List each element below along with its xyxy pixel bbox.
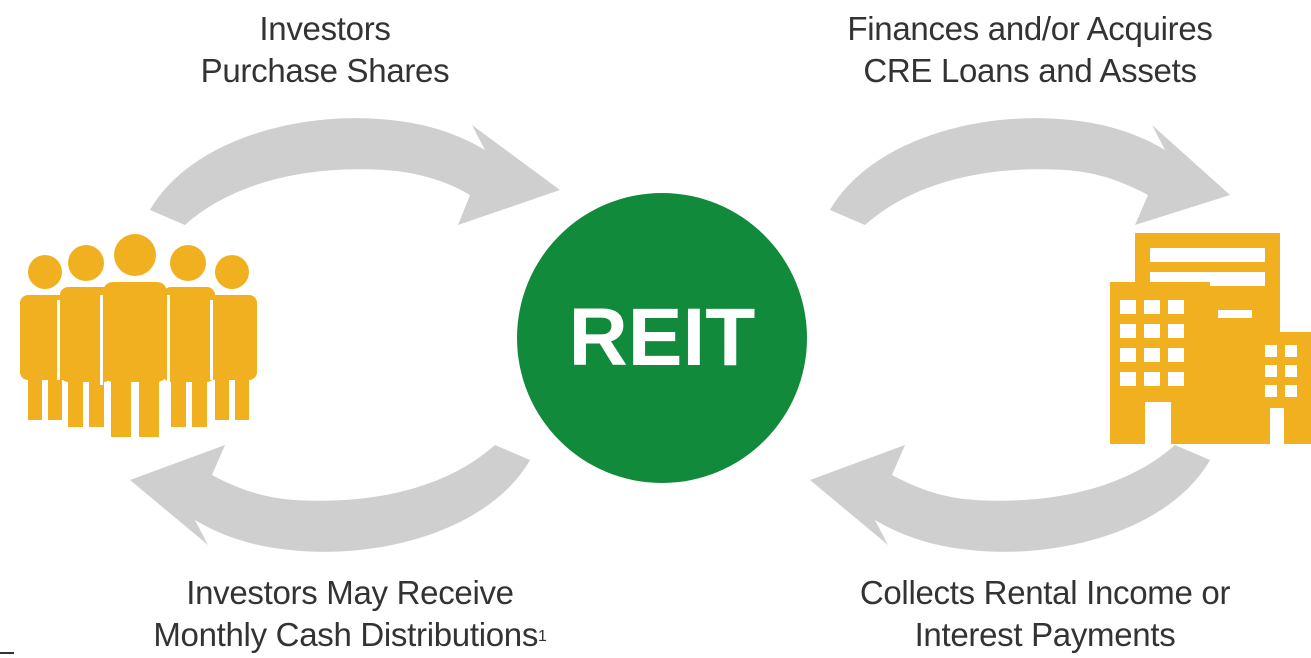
label-top-right-line2: CRE Loans and Assets [863,52,1197,89]
label-investors-may-receive: Investors May Receive Monthly Cash Distr… [120,572,580,656]
office-buildings-icon [1110,233,1311,444]
arrow-distributions-to-investors [130,445,530,552]
label-top-left-line1: Investors [259,10,391,47]
reit-center: REIT [517,193,807,483]
edge-mark [0,652,14,654]
reit-label: REIT [569,292,756,383]
label-top-right-line1: Finances and/or Acquires [847,10,1213,47]
label-bottom-left-line1: Investors May Receive [186,574,514,611]
label-bottom-right-line1: Collects Rental Income or [859,574,1231,611]
label-investors-purchase-shares: Investors Purchase Shares [180,8,470,92]
label-bottom-left-line2: Monthly Cash Distributions [153,616,539,653]
investors-group-icon [20,234,257,437]
label-finances-acquires: Finances and/or Acquires CRE Loans and A… [820,8,1240,92]
arrow-reit-to-assets [830,118,1230,225]
label-bottom-left-line2-wrap: Monthly Cash Distributions1 [120,614,580,656]
label-collects-rental-income: Collects Rental Income or Interest Payme… [830,572,1260,656]
footnote-marker: 1 [538,628,547,645]
label-top-left-line2: Purchase Shares [200,52,450,89]
label-bottom-right-line2: Interest Payments [914,616,1176,653]
arrow-investors-to-reit [150,118,560,225]
arrow-income-to-reit [810,445,1210,552]
